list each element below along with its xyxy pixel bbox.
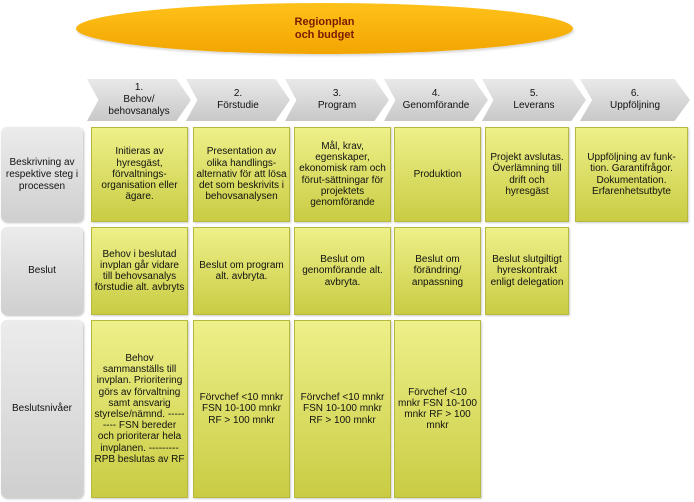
decision-cell-5-text: Beslut slutgiltigt hyreskontrakt enligt …	[490, 254, 564, 288]
step-6-chevron: 6. Uppföljning	[580, 79, 690, 121]
description-cell-6-text: Uppföljning av funk-tion. Garantifrågor.…	[587, 152, 676, 197]
description-cell-3-text: Mål, krav, egenskaper, ekonomisk ram och…	[299, 140, 386, 208]
levels-cell-2-text: Förvchef <10 mnkr FSN 10-100 mnkr RF > 1…	[199, 392, 284, 426]
decision-cell-4: Beslut om förändring/ anpassning	[394, 227, 481, 315]
row-label-decision-text: Beslut	[28, 265, 56, 276]
row-label-decision: Beslut	[1, 227, 83, 315]
decision-cell-2: Beslut om program alt. avbryta.	[193, 227, 290, 315]
decision-cell-1-text: Behov i beslutad invplan går vidare till…	[94, 248, 185, 294]
regionplan-ellipse: Regionplan och budget	[76, 3, 573, 54]
step-1-chevron: 1. Behov/ behovsanalys	[87, 79, 191, 121]
step-2-label: 2. Förstudie	[217, 88, 259, 111]
step-5-label: 5. Leverans	[513, 88, 555, 111]
step-3-label: 3. Program	[317, 88, 357, 111]
levels-cell-2: Förvchef <10 mnkr FSN 10-100 mnkr RF > 1…	[193, 320, 290, 498]
levels-cell-1-text: Behov sammanställs till invplan. Priorit…	[94, 352, 185, 465]
decision-cell-3: Beslut om genomförande alt. avbryta.	[294, 227, 391, 315]
description-cell-4: Produktion	[394, 127, 481, 222]
description-cell-1-text: Initieras av hyresgäst, förvaltnings-org…	[101, 146, 178, 203]
step-2-chevron: 2. Förstudie	[186, 79, 290, 121]
decision-cell-5: Beslut slutgiltigt hyreskontrakt enligt …	[485, 227, 569, 315]
row-label-levels: Beslutsnivåer	[1, 320, 83, 498]
description-cell-4-text: Produktion	[413, 168, 462, 180]
description-cell-5-text: Projekt avslutas. Överlämning till drift…	[490, 152, 564, 197]
step-5-chevron: 5. Leverans	[482, 79, 586, 121]
description-cell-6: Uppföljning av funk-tion. Garantifrågor.…	[575, 127, 688, 222]
step-6-label: 6. Uppföljning	[609, 88, 661, 111]
step-4-label: 4. Genomförande	[402, 88, 470, 111]
description-cell-5: Projekt avslutas. Överlämning till drift…	[485, 127, 569, 222]
description-cell-2: Presentation av olika handlings-alternat…	[193, 127, 290, 222]
row-label-description-text: Beskrivning av respektive steg i process…	[5, 156, 79, 192]
levels-cell-1: Behov sammanställs till invplan. Priorit…	[91, 320, 188, 498]
step-4-chevron: 4. Genomförande	[384, 79, 488, 121]
levels-cell-3: Förvchef <10 mnkr FSN 10-100 mnkr RF > 1…	[294, 320, 391, 498]
description-cell-3: Mål, krav, egenskaper, ekonomisk ram och…	[294, 127, 391, 222]
regionplan-title: Regionplan och budget	[294, 15, 355, 41]
row-label-levels-text: Beslutsnivåer	[11, 403, 73, 414]
description-cell-1: Initieras av hyresgäst, förvaltnings-org…	[91, 127, 188, 222]
decision-cell-2-text: Beslut om program alt. avbryta.	[199, 259, 284, 282]
levels-cell-4: Förvchef <10 mnkr FSN 10-100 mnkr RF > 1…	[394, 320, 481, 498]
levels-cell-4-text: Förvchef <10 mnkr FSN 10-100 mnkr RF > 1…	[398, 386, 477, 432]
levels-cell-3-text: Förvchef <10 mnkr FSN 10-100 mnkr RF > 1…	[300, 392, 385, 426]
decision-cell-3-text: Beslut om genomförande alt. avbryta.	[302, 254, 383, 288]
description-cell-2-text: Presentation av olika handlings-alternat…	[196, 146, 287, 203]
row-label-description: Beskrivning av respektive steg i process…	[1, 127, 83, 222]
decision-cell-4-text: Beslut om förändring/ anpassning	[411, 254, 464, 288]
decision-cell-1: Behov i beslutad invplan går vidare till…	[91, 227, 188, 315]
step-1-label: 1. Behov/ behovsanalys	[108, 82, 170, 117]
step-3-chevron: 3. Program	[285, 79, 389, 121]
